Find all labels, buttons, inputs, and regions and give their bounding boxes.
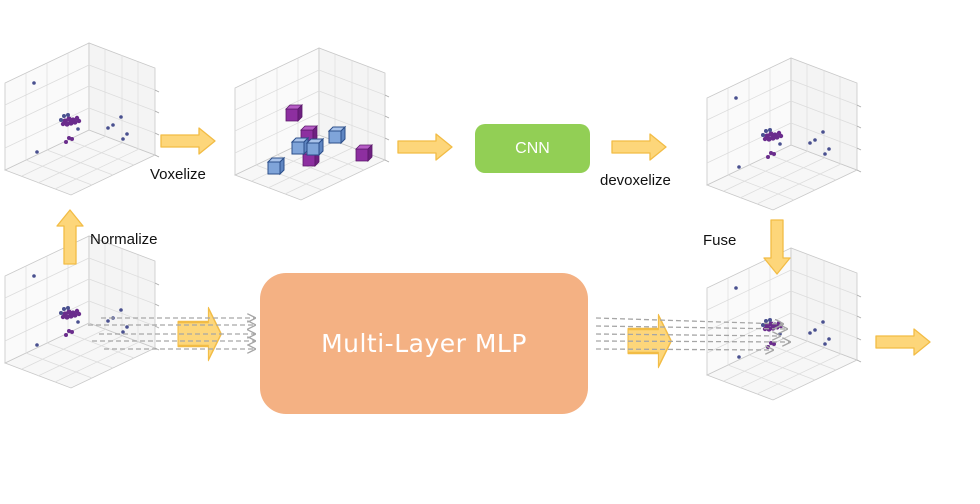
label-voxelize: Voxelize: [150, 166, 206, 183]
plot-voxelized: [234, 47, 390, 201]
arrow-voxelize: [160, 127, 216, 155]
dashed-arrows-from-mlp: [595, 317, 790, 350]
label-fuse: Fuse: [703, 232, 737, 249]
plot-fused-output: [706, 247, 862, 401]
label-normalize: Normalize: [90, 231, 158, 248]
arrow-from-cnn: [611, 133, 667, 161]
arrow-output: [875, 328, 931, 356]
cnn-block: CNN: [475, 124, 590, 173]
plot-input-raw: [4, 235, 160, 389]
label-devoxelize: devoxelize: [600, 172, 671, 189]
plot-input-normalized: [4, 42, 160, 196]
dashed-arrows-to-mlp: [88, 318, 255, 349]
mlp-block: Multi-Layer MLP: [260, 273, 588, 414]
plot-devoxelized: [706, 57, 862, 211]
arrow-to-cnn: [397, 133, 453, 161]
